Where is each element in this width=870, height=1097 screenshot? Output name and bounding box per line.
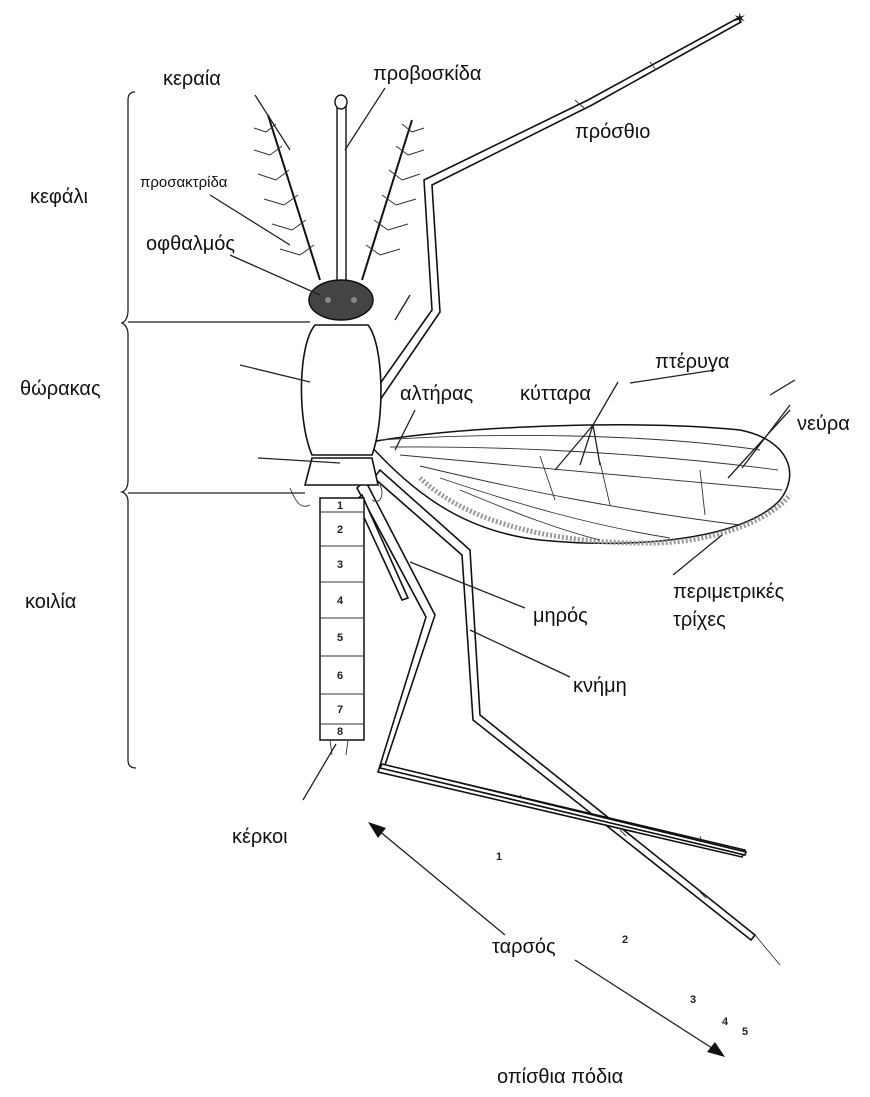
label-hind-legs: οπίσθια πόδια <box>497 1066 623 1088</box>
label-abdomen: κοιλία <box>25 591 76 613</box>
abdomen-segment-2: 2 <box>337 524 343 536</box>
label-wing: πτέρυγα <box>655 351 730 373</box>
abdomen-segment-8: 8 <box>337 726 343 738</box>
abdomen-segment-1: 1 <box>337 500 343 512</box>
proboscis <box>335 95 347 283</box>
label-veins: νεύρα <box>797 413 850 435</box>
tarsal-segment-3: 3 <box>690 994 696 1006</box>
tarsal-segment-2: 2 <box>622 934 628 946</box>
tarsal-segment-5: 5 <box>742 1026 748 1038</box>
abdomen-segment-5: 5 <box>337 632 343 644</box>
head <box>309 280 373 320</box>
label-cells: κύτταρα <box>520 383 591 405</box>
label-tibia: κνήμη <box>573 675 627 697</box>
abdomen: 1 2 3 4 5 6 7 8 <box>320 498 364 755</box>
label-antenna: κεραία <box>163 68 221 90</box>
thorax <box>301 325 381 455</box>
label-tarsus: ταρσός <box>492 936 556 958</box>
abdomen-segment-7: 7 <box>337 704 343 716</box>
label-haltere: αλτήρας <box>400 383 474 405</box>
label-head: κεφάλι <box>30 186 88 208</box>
label-foreleg: πρόσθιο <box>575 121 650 143</box>
label-fringe-line2: τρίχες <box>673 609 726 631</box>
label-proboscis: προβοσκίδα <box>373 63 481 85</box>
label-palp: προσακτρίδα <box>140 174 228 191</box>
body-region-brackets <box>122 92 310 768</box>
abdomen-segment-6: 6 <box>337 670 343 682</box>
label-fringe-line1: περιμετρικές <box>673 581 785 603</box>
abdomen-segment-3: 3 <box>337 559 343 571</box>
tarsal-segment-1: 1 <box>496 851 502 863</box>
label-cerci: κέρκοι <box>232 826 288 848</box>
abdomen-segment-4: 4 <box>337 595 344 607</box>
tarsal-segment-4: 4 <box>722 1016 729 1028</box>
label-eye: οφθαλμός <box>146 233 235 255</box>
label-thorax: θώρακας <box>20 378 101 400</box>
label-femur: μηρός <box>533 605 588 627</box>
svg-text:✶: ✶ <box>733 11 746 28</box>
